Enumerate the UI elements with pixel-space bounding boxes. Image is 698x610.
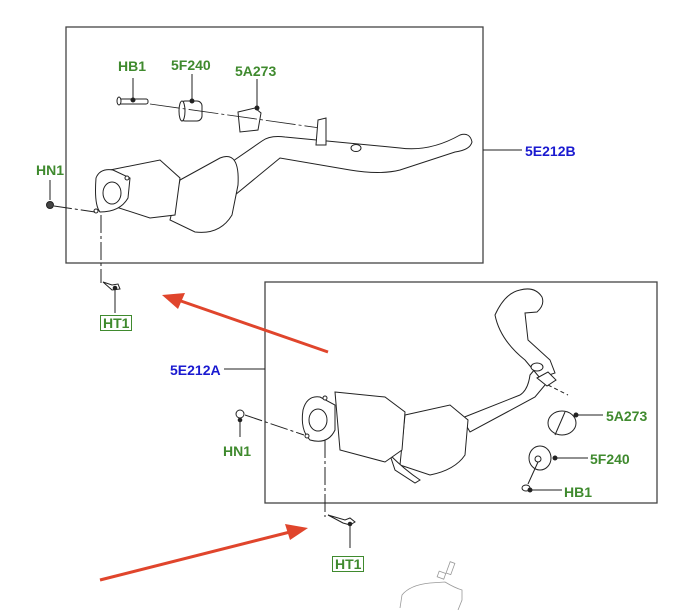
upper-panel-frame <box>65 26 484 264</box>
upper-sensor-part <box>100 215 121 313</box>
lower-sensor-part <box>324 440 356 548</box>
upper-pipe <box>219 133 473 196</box>
upper-insulator-part <box>178 74 203 122</box>
partial-next-diagram <box>399 561 463 610</box>
upper-5a273-label[interactable]: 5A273 <box>235 63 277 79</box>
upper-axis-line <box>149 103 321 129</box>
lower-hn1-label[interactable]: HN1 <box>223 443 252 459</box>
upper-ht1-label[interactable]: HT1 <box>100 315 133 331</box>
annotation-arrow-upper <box>162 293 329 354</box>
lower-catalytic-converter <box>301 391 469 484</box>
lower-panel-frame <box>264 281 658 504</box>
lower-ht1-label[interactable]: HT1 <box>332 556 365 572</box>
lower-bolt-part <box>521 461 562 493</box>
lower-hb1-label[interactable]: HB1 <box>564 484 593 500</box>
upper-hn1-label[interactable]: HN1 <box>36 162 65 178</box>
lower-assembly-label[interactable]: 5E212A <box>170 362 221 378</box>
annotation-arrow-lower <box>99 524 308 582</box>
upper-hb1-label[interactable]: HB1 <box>118 58 147 74</box>
upper-nut-part <box>46 180 96 213</box>
upper-bracket-part <box>237 79 262 133</box>
upper-pipe-boss <box>350 144 362 152</box>
lower-nut-part <box>235 409 305 437</box>
lower-5f240-label[interactable]: 5F240 <box>590 451 630 467</box>
upper-bolt-part <box>116 78 149 106</box>
upper-catalytic-converter <box>93 156 239 233</box>
lower-5a273-label[interactable]: 5A273 <box>606 408 648 424</box>
lower-insulator-part <box>528 445 588 471</box>
upper-assembly-label[interactable]: 5E212B <box>525 143 576 159</box>
upper-pipe-hanger <box>315 117 327 146</box>
upper-5f240-label[interactable]: 5F240 <box>171 57 211 73</box>
lower-pipe <box>461 288 569 433</box>
lower-bracket-part <box>547 410 603 436</box>
